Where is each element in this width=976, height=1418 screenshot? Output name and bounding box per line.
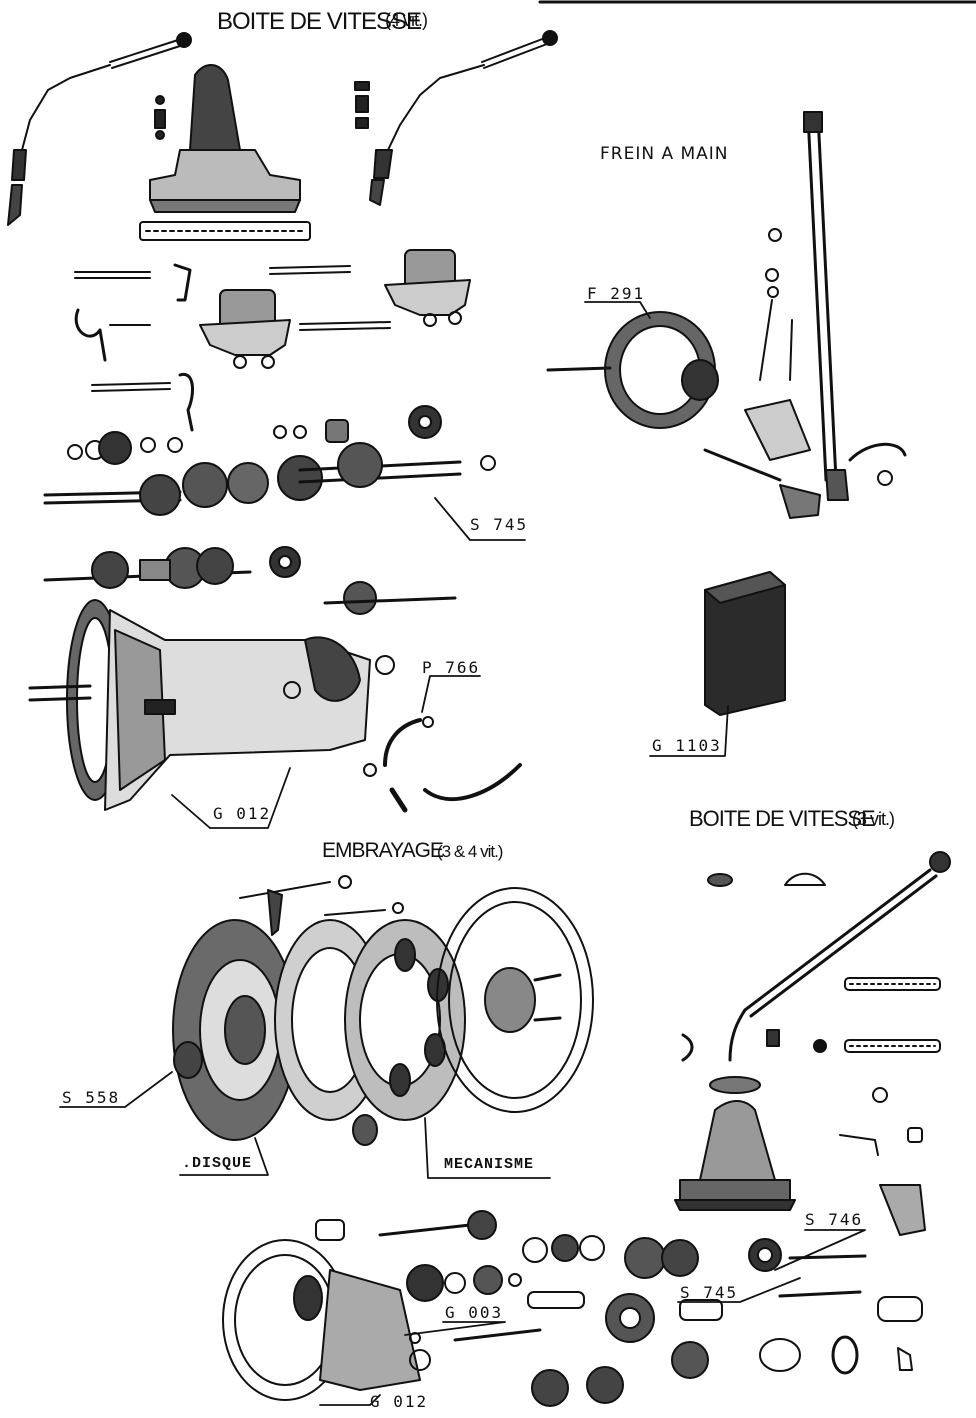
gear-lever-left	[7, 32, 192, 226]
ref-p766: P 766	[422, 658, 481, 677]
gear-train	[43, 405, 496, 516]
selector-rods-3speed	[681, 872, 941, 1236]
handbrake-title: FREIN A MAIN	[600, 144, 729, 164]
clutch-title: EMBRAYAGE	[322, 839, 444, 862]
clutch-linkage	[239, 875, 404, 936]
ref-g012-top: G 012	[213, 804, 272, 823]
interlock-housing-2	[384, 249, 471, 327]
ref-g003: G 003	[445, 1303, 504, 1322]
brake-drum	[546, 311, 719, 429]
clutch-cover	[344, 919, 466, 1146]
ref-f291: F 291	[587, 284, 646, 303]
ref-s745-bottom: S 745	[680, 1283, 739, 1302]
gearbox-housing-3speed	[222, 1239, 421, 1401]
label-disque: .DISQUE	[182, 1155, 253, 1172]
ref-g1103: G 1103	[652, 736, 722, 755]
ref-s558: S 558	[62, 1088, 121, 1107]
gearbox-3-subtitle: (3 vit.)	[852, 809, 895, 829]
brake-linkage	[703, 228, 907, 486]
layshaft-cluster	[43, 546, 457, 615]
gear-lever-3speed	[709, 851, 951, 1094]
gearbox-4-subtitle: (4 vit.)	[385, 10, 428, 30]
ref-s746: S 746	[805, 1210, 864, 1229]
gear-lever-right	[369, 30, 558, 206]
selector-cover	[139, 64, 311, 241]
label-mecanisme: MECANISME	[444, 1156, 535, 1173]
gear-parts-3speed	[315, 1210, 923, 1407]
selector-cover-3speed	[674, 1100, 796, 1211]
gearbox-3-title: BOITE DE VITESSE	[689, 806, 876, 831]
oil-can	[704, 571, 786, 716]
clutch-subtitle: (3 & 4 vit.)	[437, 842, 503, 861]
ref-s745-top: S 745	[470, 515, 529, 534]
handbrake-lever	[779, 111, 849, 519]
gearbox-4-title: BOITE DE VITESSE	[217, 8, 422, 35]
selector-rods	[74, 263, 391, 432]
gearbox-casing	[28, 599, 395, 811]
ref-g012-bottom: G 012	[370, 1392, 429, 1411]
interlock-housing-1	[199, 289, 291, 369]
speedo-cable	[363, 716, 522, 813]
clutch-disc	[172, 919, 298, 1141]
leader-lines	[59, 301, 866, 1406]
spring-stack-top	[154, 81, 370, 140]
bell-housing	[436, 887, 594, 1113]
